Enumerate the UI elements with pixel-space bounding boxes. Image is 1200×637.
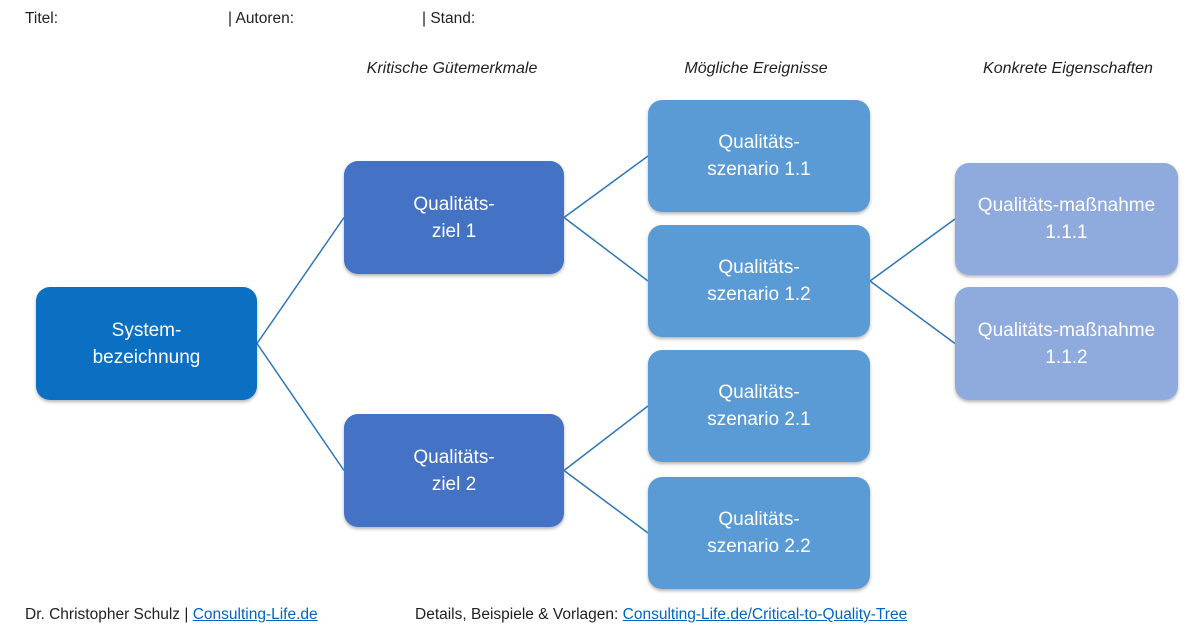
node-label-line: 1.1.2	[1045, 346, 1088, 368]
system-name-box: System- bezeichnung	[36, 287, 257, 400]
node-label-line: Qualitäts-	[413, 446, 495, 468]
consulting-life-link[interactable]: Consulting-Life.de	[192, 606, 318, 623]
column-header-quality-goals: Kritische Gütemerkmale	[366, 60, 538, 77]
quality-goal-1-box: Qualitäts- ziel 1	[344, 161, 564, 274]
node-label-line: ziel 2	[431, 473, 477, 495]
quality-scenario-1-1-box: Qualitäts- szenario 1.1	[648, 100, 870, 212]
node-label-line: szenario 1.1	[707, 159, 811, 180]
quality-scenario-1-2-box: Qualitäts- szenario 1.2	[648, 225, 870, 337]
node-label-line: Qualitäts-	[413, 193, 495, 215]
node-label-line: System-	[111, 319, 182, 341]
ctq-tree-link[interactable]: Consulting-Life.de/Critical-to-Quality-T…	[622, 606, 908, 623]
node-label-line: ziel 1	[431, 220, 477, 242]
node-label-line: szenario 2.2	[707, 536, 811, 557]
stand-label: | Stand:	[422, 10, 476, 27]
node-label-line: bezeichnung	[92, 346, 201, 368]
footer-details-text: Details, Beispiele & Vorlagen:	[415, 606, 623, 623]
node-label-line: Qualitäts-maßnahme	[977, 319, 1156, 341]
node-label-line: 1.1.1	[1045, 222, 1088, 243]
footer-author-text: Dr. Christopher Schulz |	[25, 606, 193, 623]
column-header-concrete-properties: Konkrete Eigenschaften	[983, 60, 1153, 77]
column-header-possible-events: Mögliche Ereignisse	[684, 60, 828, 77]
titel-label: Titel:	[25, 10, 59, 27]
footer-details: Details, Beispiele & Vorlagen: Consultin…	[415, 606, 907, 624]
autoren-label: | Autoren:	[228, 10, 295, 27]
node-label-line: Qualitäts-maßnahme	[977, 195, 1156, 216]
node-label-line: Qualitäts-	[718, 132, 800, 153]
quality-goal-2-box: Qualitäts- ziel 2	[344, 414, 564, 527]
footer-author: Dr. Christopher Schulz | Consulting-Life…	[25, 606, 318, 624]
node-label-line: szenario 2.1	[707, 409, 811, 430]
node-label-line: Qualitäts-	[718, 509, 800, 530]
quality-measure-1-1-2-box: Qualitäts-maßnahme 1.1.2	[955, 287, 1178, 400]
node-label-line: Qualitäts-	[718, 382, 800, 403]
node-label-line: szenario 1.2	[707, 284, 811, 305]
quality-measure-1-1-1-box: Qualitäts-maßnahme 1.1.1	[955, 163, 1178, 275]
quality-scenario-2-1-box: Qualitäts- szenario 2.1	[648, 350, 870, 462]
node-label-line: Qualitäts-	[718, 257, 800, 278]
quality-scenario-2-2-box: Qualitäts- szenario 2.2	[648, 477, 870, 589]
